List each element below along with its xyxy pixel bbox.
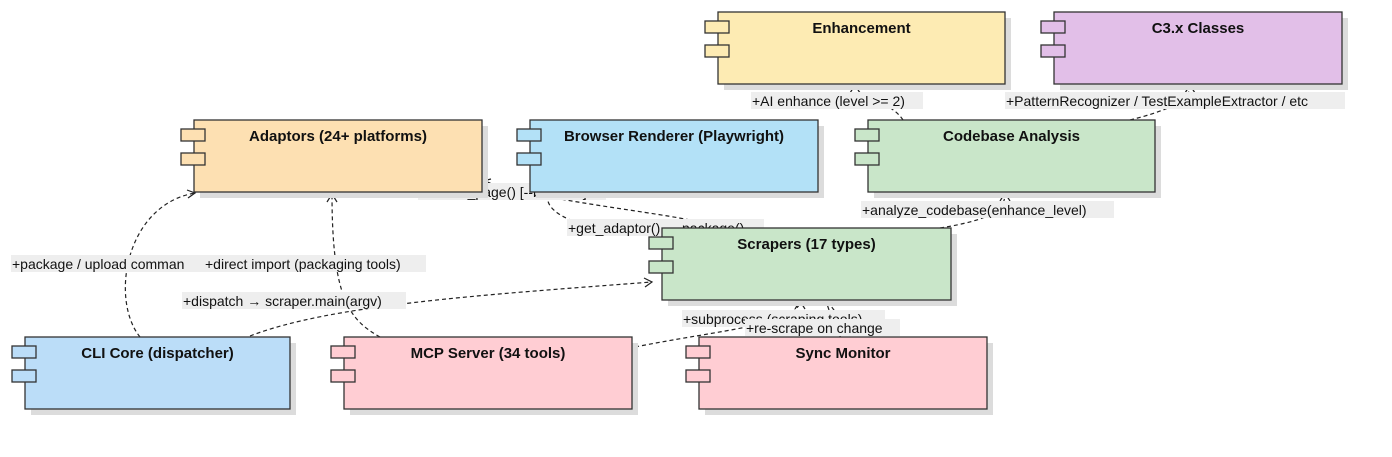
edge-pattern-line: [1129, 85, 1191, 121]
component-port-icon: [516, 128, 542, 142]
edge-label-rescrape: +re-scrape on change: [745, 319, 900, 336]
edge-label-analyze: +analyze_codebase(enhance_level): [861, 201, 1114, 218]
component-body: [1053, 11, 1343, 85]
component-port-icon: [516, 152, 542, 166]
svg-text:+dispatch → scraper.main(argv): +dispatch → scraper.main(argv): [183, 293, 382, 309]
component-title: Sync Monitor: [795, 345, 890, 362]
component-title: Enhancement: [812, 20, 910, 37]
component-port-icon: [180, 128, 206, 142]
component-port-icon: [648, 260, 674, 274]
component-body: [529, 119, 819, 193]
component-body: [24, 336, 291, 410]
edge-label-dispatch: +dispatch → scraper.main(argv): [182, 292, 406, 309]
edge-label-ai-enhance: +AI enhance (level >= 2): [751, 92, 923, 109]
component-mcp[interactable]: MCP Server (34 tools): [330, 336, 638, 415]
component-port-icon: [11, 345, 37, 359]
component-title: C3.x Classes: [1152, 20, 1245, 37]
component-port-icon: [685, 369, 711, 383]
component-port-icon: [685, 345, 711, 359]
component-enhancement[interactable]: Enhancement: [704, 11, 1011, 90]
component-port-icon: [11, 369, 37, 383]
component-port-icon: [648, 236, 674, 250]
component-c3x[interactable]: C3.x Classes: [1040, 11, 1348, 90]
edge-label-direct-import: +direct import (packaging tools): [204, 255, 426, 272]
arrowhead-package-upload: [186, 189, 197, 199]
svg-text:+PatternRecognizer / TestExamp: +PatternRecognizer / TestExampleExtracto…: [1006, 93, 1308, 109]
component-body: [343, 336, 633, 410]
component-port-icon: [854, 128, 880, 142]
component-title: MCP Server (34 tools): [411, 345, 566, 362]
component-title: Browser Renderer (Playwright): [564, 128, 784, 145]
component-title: Codebase Analysis: [943, 128, 1080, 145]
component-port-icon: [854, 152, 880, 166]
component-adaptors[interactable]: Adaptors (24+ platforms): [180, 119, 488, 198]
svg-text:+direct import (packaging tool: +direct import (packaging tools): [205, 256, 401, 272]
component-port-icon: [1040, 44, 1066, 58]
component-cli[interactable]: CLI Core (dispatcher): [11, 336, 296, 415]
component-browser[interactable]: Browser Renderer (Playwright): [516, 119, 824, 198]
component-body: [867, 119, 1156, 193]
component-port-icon: [1040, 20, 1066, 34]
component-port-icon: [330, 369, 356, 383]
svg-text:+analyze_codebase(enhance_leve: +analyze_codebase(enhance_level): [862, 202, 1087, 218]
component-title: Adaptors (24+ platforms): [249, 128, 427, 145]
component-body: [717, 11, 1006, 85]
component-port-icon: [704, 44, 730, 58]
component-scrapers[interactable]: Scrapers (17 types): [648, 227, 957, 306]
component-codebase[interactable]: Codebase Analysis: [854, 119, 1161, 198]
svg-text:+AI enhance (level >= 2): +AI enhance (level >= 2): [752, 93, 905, 109]
edge-label-package-upload: +package / upload comman: [11, 255, 204, 272]
svg-text:+package / upload comman: +package / upload comman: [12, 256, 184, 272]
edge-label-pattern: +PatternRecognizer / TestExampleExtracto…: [1005, 92, 1345, 109]
svg-text:+re-scrape on change: +re-scrape on change: [746, 320, 883, 336]
component-title: CLI Core (dispatcher): [81, 345, 234, 362]
component-body: [661, 227, 952, 301]
component-port-icon: [330, 345, 356, 359]
component-title: Scrapers (17 types): [737, 236, 875, 253]
arrowhead-dispatch: [643, 277, 654, 288]
component-sync[interactable]: Sync Monitor: [685, 336, 993, 415]
edge-direct-import-line: [331, 193, 381, 338]
component-port-icon: [180, 152, 206, 166]
edge-analyze-line: [939, 193, 1006, 229]
edge-dispatch-line: [249, 281, 653, 337]
component-port-icon: [704, 20, 730, 34]
